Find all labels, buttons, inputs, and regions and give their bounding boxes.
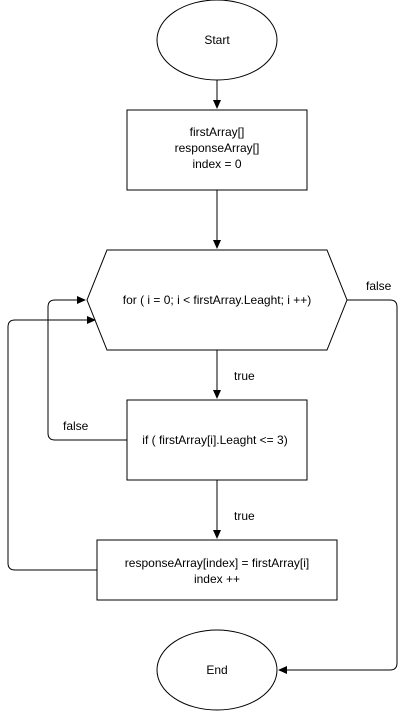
init-line-1: firstArray[] <box>190 125 245 139</box>
assign-line-1: responseArray[index] = firstArray[i] <box>125 556 309 570</box>
edge-assign-loop <box>7 316 97 571</box>
cond-true-label: true <box>234 509 255 523</box>
start-node: Start <box>156 0 278 81</box>
condition-label: if ( firstArray[i].Leaght <= 3) <box>142 433 287 447</box>
loop-false-label: false <box>366 279 392 293</box>
edge-cond-false <box>47 296 127 441</box>
assign-line-2: index ++ <box>194 572 240 586</box>
end-node: End <box>156 629 278 711</box>
init-line-2: responseArray[] <box>175 141 260 155</box>
cond-false-label: false <box>63 419 89 433</box>
end-label: End <box>206 663 227 677</box>
start-label: Start <box>204 33 230 47</box>
init-line-3: index = 0 <box>192 157 241 171</box>
loop-label: for ( i = 0; i < firstArray.Leaght; i ++… <box>123 293 312 307</box>
condition-node: if ( firstArray[i].Leaght <= 3) <box>126 399 308 481</box>
init-node: firstArray[] responseArray[] index = 0 <box>126 109 308 191</box>
loop-node: for ( i = 0; i < firstArray.Leaght; i ++… <box>86 249 348 351</box>
edge-loop-false <box>278 299 398 674</box>
loop-true-label: true <box>234 369 255 383</box>
assign-node: responseArray[index] = firstArray[i] ind… <box>96 539 338 601</box>
